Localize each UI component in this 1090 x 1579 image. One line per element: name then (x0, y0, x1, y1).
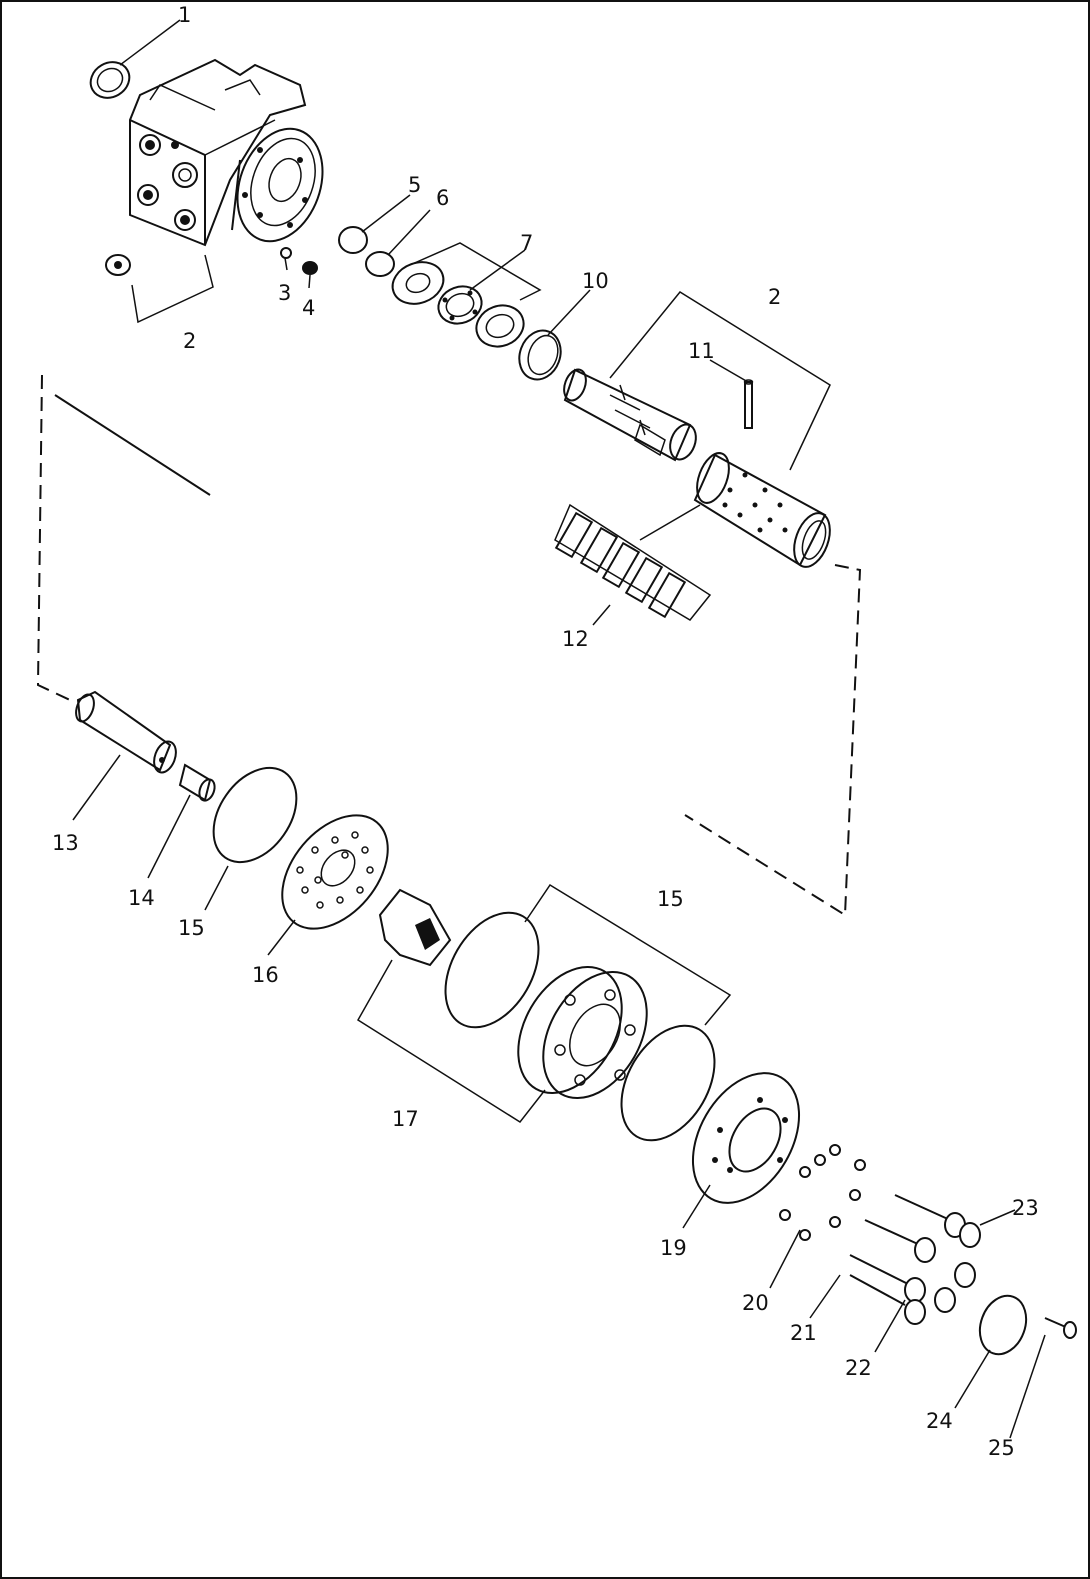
bracket-2-right (609, 291, 831, 471)
callout-2-spool: 2 (768, 285, 781, 309)
bracket-7 (409, 242, 542, 301)
callout-12: 12 (562, 627, 589, 651)
plug (105, 254, 131, 276)
callout-3: 3 (278, 281, 291, 305)
leader-lines (72, 19, 1046, 1439)
callout-20: 20 (742, 1291, 769, 1315)
callout-2-housing: 2 (183, 329, 196, 353)
part-13-drive-shaft (75, 690, 177, 774)
callout-15-left: 15 (178, 916, 205, 940)
callout-24: 24 (926, 1409, 953, 1433)
callout-17: 17 (392, 1107, 419, 1131)
stator-ring (517, 965, 648, 1100)
callout-13: 13 (52, 831, 79, 855)
callout-16: 16 (252, 963, 279, 987)
part-15-o-ring-right (620, 1024, 716, 1142)
callout-4: 4 (302, 296, 315, 320)
callout-23: 23 (1012, 1196, 1039, 1220)
part-15-o-ring-middle (444, 911, 540, 1029)
part-16-distributor-plate (281, 814, 389, 930)
part-3-ball (280, 247, 292, 259)
callout-7: 7 (520, 231, 533, 255)
bearing-washer (475, 304, 525, 348)
callout-22: 22 (845, 1356, 872, 1380)
spool (563, 368, 697, 462)
part-6-o-ring (365, 251, 395, 277)
callout-19: 19 (660, 1236, 687, 1260)
part-4-spring (302, 261, 318, 275)
bracket-15 (524, 883, 732, 1026)
leader-12-sleeve (639, 504, 701, 541)
callout-6: 6 (436, 186, 449, 210)
part-10-ring (518, 329, 562, 381)
bracket-2-left (131, 254, 214, 324)
bracket-17 (356, 959, 546, 1123)
dashed-assembly-line-left (36, 374, 71, 701)
callout-21: 21 (790, 1321, 817, 1345)
callout-1: 1 (178, 3, 191, 27)
part-19-end-cover (691, 1072, 801, 1204)
callout-11: 11 (688, 339, 715, 363)
part-17-rotor (378, 888, 452, 967)
part-7-bearing (437, 285, 483, 325)
dashed-assembly-line-right (684, 564, 862, 917)
callout-5: 5 (408, 173, 421, 197)
part-24-name-plate (978, 1294, 1028, 1356)
part-12-centering-springs (554, 503, 712, 621)
valve-housing-body (129, 58, 324, 247)
part-25-screw (1044, 1317, 1077, 1339)
callout-15-right: 15 (657, 887, 684, 911)
part-21-bolts (849, 1194, 981, 1325)
sleeve (693, 452, 831, 568)
part-1-seal-ring (89, 61, 131, 99)
part-11-pin (743, 379, 754, 429)
part-15-o-ring-left (212, 766, 298, 864)
part-20-washers (779, 1144, 866, 1241)
callout-14: 14 (128, 886, 155, 910)
callout-10: 10 (582, 269, 609, 293)
callout-25: 25 (988, 1436, 1015, 1460)
part-5-o-ring (338, 226, 368, 254)
part-14-spacer (178, 763, 216, 802)
alignment-line-upper (54, 394, 211, 496)
